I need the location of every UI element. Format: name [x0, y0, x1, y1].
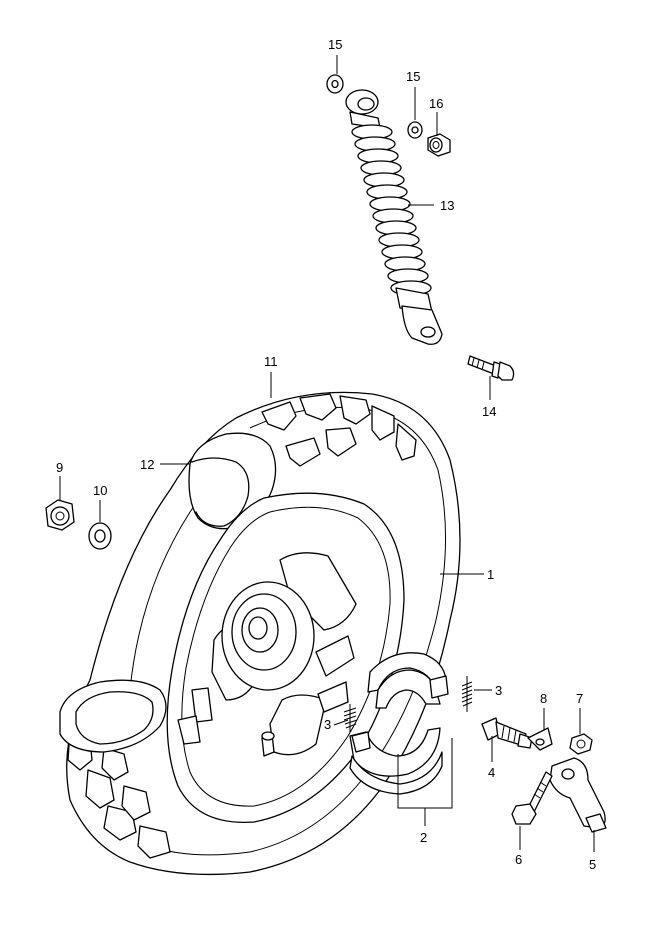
callout-p1: 1 — [487, 567, 494, 582]
spring-right — [461, 676, 473, 712]
brake-cam-shaft — [481, 717, 533, 749]
brake-shoe-lower — [349, 727, 443, 795]
callout-p3a: 3 — [324, 717, 331, 732]
arm-nut — [569, 733, 593, 755]
cap-nut — [427, 133, 451, 157]
spring-left — [343, 704, 358, 732]
callout-p12: 12 — [140, 457, 154, 472]
callout-labels: 15 15 16 13 14 11 12 1 9 10 3 3 4 8 7 5 … — [56, 37, 596, 872]
washer-top-left — [326, 74, 344, 94]
callout-p15a: 15 — [328, 37, 342, 52]
leader-lines — [59, 55, 595, 852]
callout-p6: 6 — [515, 852, 522, 867]
brake-shoe-upper — [367, 652, 449, 709]
callout-p15b: 15 — [406, 69, 420, 84]
callout-p2: 2 — [420, 830, 427, 845]
shock-mount-bolt — [467, 355, 515, 381]
wheel-rim — [166, 492, 405, 824]
indicator-plate — [527, 727, 553, 751]
axle-nut — [45, 499, 75, 531]
callout-p14: 14 — [482, 404, 496, 419]
callout-p8: 8 — [540, 691, 547, 706]
callout-p5: 5 — [589, 857, 596, 872]
arm-bolt — [511, 771, 553, 825]
callout-p3b: 3 — [495, 683, 502, 698]
axle-washer — [88, 522, 112, 550]
shock-absorber — [345, 89, 443, 345]
callout-p4: 4 — [488, 765, 495, 780]
callout-p16: 16 — [429, 96, 443, 111]
shock-spring — [351, 124, 432, 296]
washer-top-right — [407, 121, 423, 139]
callout-p13: 13 — [440, 198, 454, 213]
callout-p11: 11 — [264, 354, 278, 369]
callout-p10: 10 — [93, 483, 107, 498]
callout-p7: 7 — [576, 691, 583, 706]
brake-arm — [549, 757, 607, 833]
callout-p9: 9 — [56, 460, 63, 475]
